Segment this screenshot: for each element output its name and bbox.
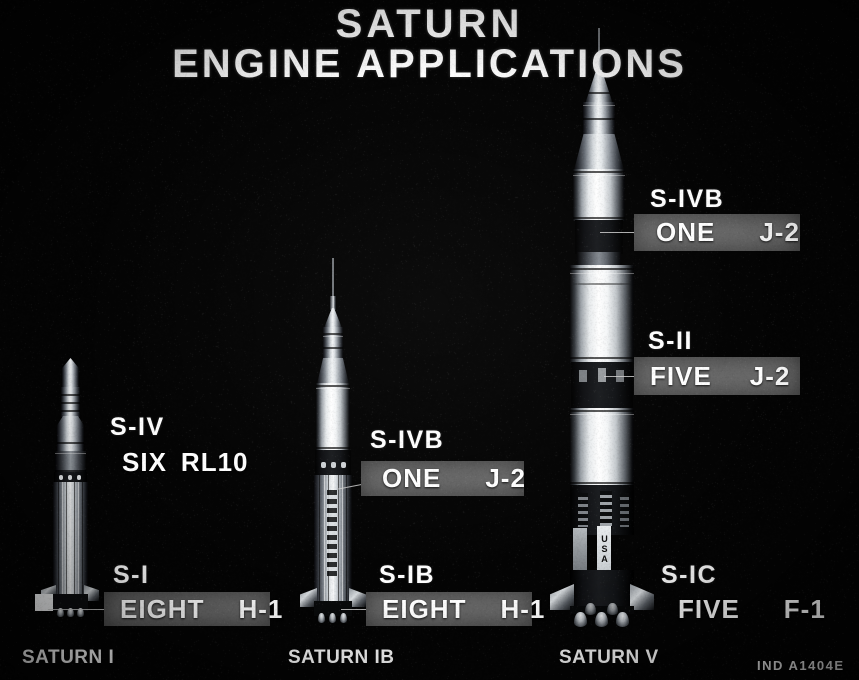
saturn-v-instrument-unit: [577, 252, 621, 266]
saturn-i-stage-label-s-iv: S-IV: [110, 413, 165, 442]
saturn-ib-engine-box-s-ib: EIGHT H-1: [366, 592, 532, 626]
saturn-v-stage-label-s-ivb: S-IVB: [650, 185, 724, 214]
saturn-v-engine-bell: [616, 612, 629, 627]
saturn-v-s-ivb-interstage: [575, 220, 623, 254]
saturn-ib-escape-tower: [332, 258, 334, 300]
saturn-v-engine-count-s-ii: FIVE: [650, 361, 712, 392]
saturn-ib-service-module: [323, 327, 343, 359]
saturn-v-leader-line-s-ii: [604, 376, 636, 377]
saturn-v-engine-box-s-ii: FIVE J-2: [634, 357, 800, 395]
saturn-i-payload-section: [61, 387, 80, 417]
saturn-i-stage-label-s-i: S-I: [113, 561, 149, 590]
saturn-v-engine-type-s-ivb: J-2: [759, 217, 800, 248]
saturn-v-engine-count-s-ic: FIVE: [678, 594, 740, 625]
saturn-v-spacecraft-adapter: [574, 134, 624, 170]
saturn-i-nose-cone: [62, 358, 79, 388]
saturn-ib-escape-tower-motor: [330, 296, 336, 310]
saturn-v-s-ic-aft-section: [570, 570, 634, 610]
saturn-ib-engine-type-s-ivb: J-2: [485, 463, 526, 494]
saturn-ib-engine-count-s-ivb: ONE: [382, 463, 441, 494]
saturn-v-leader-line-s-ivb: [600, 232, 638, 233]
saturn-i-s-iv-stage: [57, 416, 84, 452]
poster-title-line-1: SATURN: [0, 2, 859, 47]
saturn-v-rocket: USA: [552, 28, 662, 628]
saturn-i-rocket: [40, 358, 100, 626]
saturn-ib-engine-count-s-ib: EIGHT: [382, 594, 466, 625]
saturn-ib-engine-bell: [340, 613, 347, 623]
saturn-ib-command-module: [324, 308, 342, 328]
saturn-v-engine-type-s-ii: J-2: [750, 361, 791, 392]
saturn-v-engine-bell: [595, 612, 608, 627]
saturn-v-s-ii-stage: [570, 265, 634, 363]
saturn-v-engine-bell: [607, 603, 618, 615]
photo-identifier: IND A1404E: [757, 658, 845, 673]
saturn-v-engine-box-s-ic: FIVE F-1: [678, 592, 838, 626]
vehicle-caption-saturn-v: SATURN V: [559, 647, 659, 669]
poster-title-line-2: ENGINE APPLICATIONS: [0, 42, 859, 87]
saturn-ib-stage-label-s-ivb: S-IVB: [370, 426, 444, 455]
saturn-v-engine-type-s-ic: F-1: [784, 594, 826, 625]
saturn-v-s-ivb-stage: [573, 169, 625, 221]
saturn-ib-engine-bell: [318, 613, 325, 623]
saturn-ib-rocket: [300, 258, 376, 628]
saturn-ib-engine-type-s-ib: H-1: [500, 594, 545, 625]
saturn-v-stage-label-s-ic: S-IC: [661, 561, 717, 590]
saturn-i-engine-box-s-i: EIGHT H-1: [104, 592, 270, 626]
saturn-ib-spacecraft-adapter: [317, 358, 349, 384]
saturn-v-engine-box-s-ivb: ONE J-2: [634, 214, 800, 251]
saturn-v-usa-text: USA: [600, 534, 609, 564]
saturn-ib-engine-box-s-ivb: ONE J-2: [361, 461, 524, 496]
saturn-v-engine-bell: [585, 603, 596, 615]
saturn-i-engine-box-s-iv: SIX RL10: [122, 446, 262, 478]
saturn-i-leader-line-s-i: [48, 609, 108, 610]
saturn-i-engine-count-s-i: EIGHT: [120, 594, 204, 625]
saturn-i-engine-count-s-iv: SIX: [122, 447, 167, 478]
saturn-v-s-ii-interstage: [571, 362, 633, 410]
saturn-v-roll-pattern-panel-left: [573, 528, 587, 572]
saturn-v-usa-marking: USA: [597, 526, 611, 572]
saturn-v-engine-bell: [574, 612, 587, 627]
saturn-v-stage-label-s-ii: S-II: [648, 327, 693, 356]
vehicle-caption-saturn-i: SATURN I: [22, 647, 114, 669]
saturn-ib-s-ivb-stage: [316, 383, 350, 451]
vehicle-caption-saturn-ib: SATURN IB: [288, 647, 395, 669]
saturn-ib-stage-label-s-ib: S-IB: [379, 561, 435, 590]
saturn-ib-interstage: [315, 450, 351, 476]
saturn-v-service-module: [583, 102, 615, 136]
saturn-ib-engine-bell: [329, 613, 336, 623]
saturn-v-s-ic-forward-section: [570, 408, 634, 486]
saturn-v-engine-count-s-ivb: ONE: [656, 217, 715, 248]
saturn-ib-tank-markings: [327, 490, 337, 576]
saturn-i-interstage: [55, 451, 86, 473]
saturn-i-s-i-booster: [53, 482, 88, 596]
saturn-i-engine-type-s-i: H-1: [238, 594, 283, 625]
saturn-i-engine-type-s-iv: RL10: [181, 447, 249, 478]
